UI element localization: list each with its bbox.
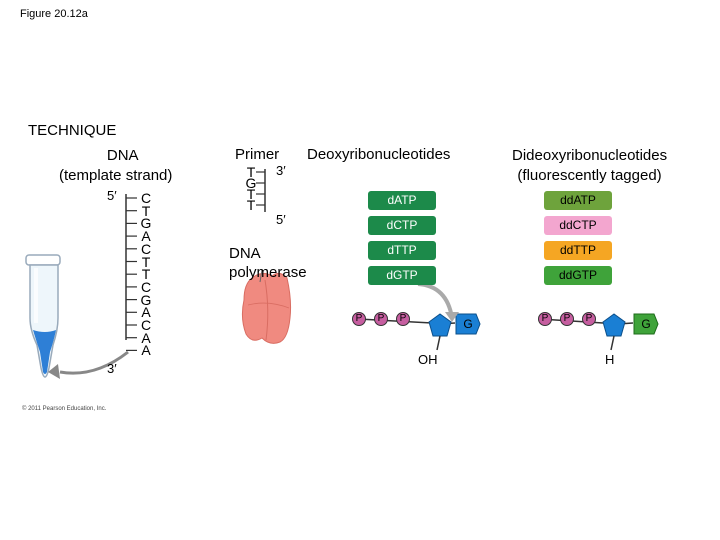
dideoxy-sugar-icon	[602, 313, 626, 337]
phosphate-icon: P	[352, 312, 366, 326]
deoxy-pill-dctp: dCTP	[368, 216, 436, 235]
template-base: T	[141, 202, 151, 219]
template-base: T	[141, 253, 151, 270]
primer-base: G	[245, 175, 257, 191]
deoxy-pill-dttp: dTTP	[368, 241, 436, 260]
technique-heading: TECHNIQUE	[28, 122, 117, 139]
primer-base: T	[246, 186, 256, 202]
deoxy-label: Deoxyribonucleotides	[307, 146, 451, 163]
dideoxy-label: Dideoxyribonucleotides (fluorescently ta…	[512, 146, 667, 186]
dideoxy-base-icon	[633, 313, 659, 335]
phosphate-icon: P	[538, 312, 552, 326]
phosphate-icon: P	[582, 312, 596, 326]
deoxy-pill-dgtp: dGTP	[368, 266, 436, 285]
dna-template-label: DNA (template strand)	[59, 146, 172, 186]
dideoxy-pill-ddgtp: ddGTP	[544, 266, 612, 285]
template-base: G	[140, 291, 152, 308]
dna-label-line2: (template strand)	[59, 167, 173, 184]
dideoxy-pill-ddttp: ddTTP	[544, 241, 612, 260]
dideoxy-h-label: H	[605, 352, 615, 367]
phosphate-icon: P	[374, 312, 388, 326]
template-ticks	[126, 197, 137, 351]
template-base: A	[141, 228, 151, 245]
dideoxy-pill-ddatp: ddATP	[544, 191, 612, 210]
template-base: A	[141, 342, 151, 359]
polymerase-label-line2: polymerase	[229, 264, 307, 281]
primer-ticks	[256, 171, 265, 206]
primer-base: T	[246, 197, 256, 213]
primer-label: Primer	[235, 146, 280, 163]
primer-3prime: 3′	[276, 163, 286, 178]
copyright-text: © 2011 Pearson Education, Inc.	[22, 406, 107, 412]
primer-5prime: 5′	[276, 212, 286, 227]
deoxy-pill-datp: dATP	[368, 191, 436, 210]
template-base: C	[140, 278, 152, 295]
deoxy-nucleotide-structure	[357, 282, 481, 351]
deoxy-oh-label: OH	[418, 352, 438, 367]
dideoxy-label-line2: (fluorescently tagged)	[517, 167, 662, 184]
template-base: G	[140, 215, 152, 232]
polymerase-label: DNA polymerase	[229, 244, 307, 282]
deoxy-sugar-icon	[428, 313, 452, 337]
template-base: T	[141, 266, 151, 283]
polymerase-icon	[241, 272, 292, 344]
primer-base: T	[246, 164, 256, 180]
phosphate-icon: P	[396, 312, 410, 326]
template-base: A	[141, 304, 151, 321]
figure-label: Figure 20.12a	[20, 8, 88, 20]
template-base: C	[140, 317, 152, 334]
deoxy-base-icon	[455, 313, 481, 335]
dideoxy-pill-ddctp: ddCTP	[544, 216, 612, 235]
polymerase-label-line1: DNA	[229, 245, 261, 262]
dna-label-line1: DNA	[106, 147, 139, 164]
template-base: C	[140, 190, 152, 206]
template-3prime: 3′	[107, 361, 117, 376]
deoxy-base-label: G	[463, 317, 473, 331]
test-tube-icon	[25, 254, 61, 378]
template-5prime: 5′	[107, 188, 117, 203]
template-base: A	[141, 329, 151, 346]
dideoxy-base-label: G	[641, 317, 651, 331]
template-base: C	[140, 240, 152, 257]
phosphate-icon: P	[560, 312, 574, 326]
dideoxy-label-line1: Dideoxyribonucleotides	[512, 147, 668, 164]
